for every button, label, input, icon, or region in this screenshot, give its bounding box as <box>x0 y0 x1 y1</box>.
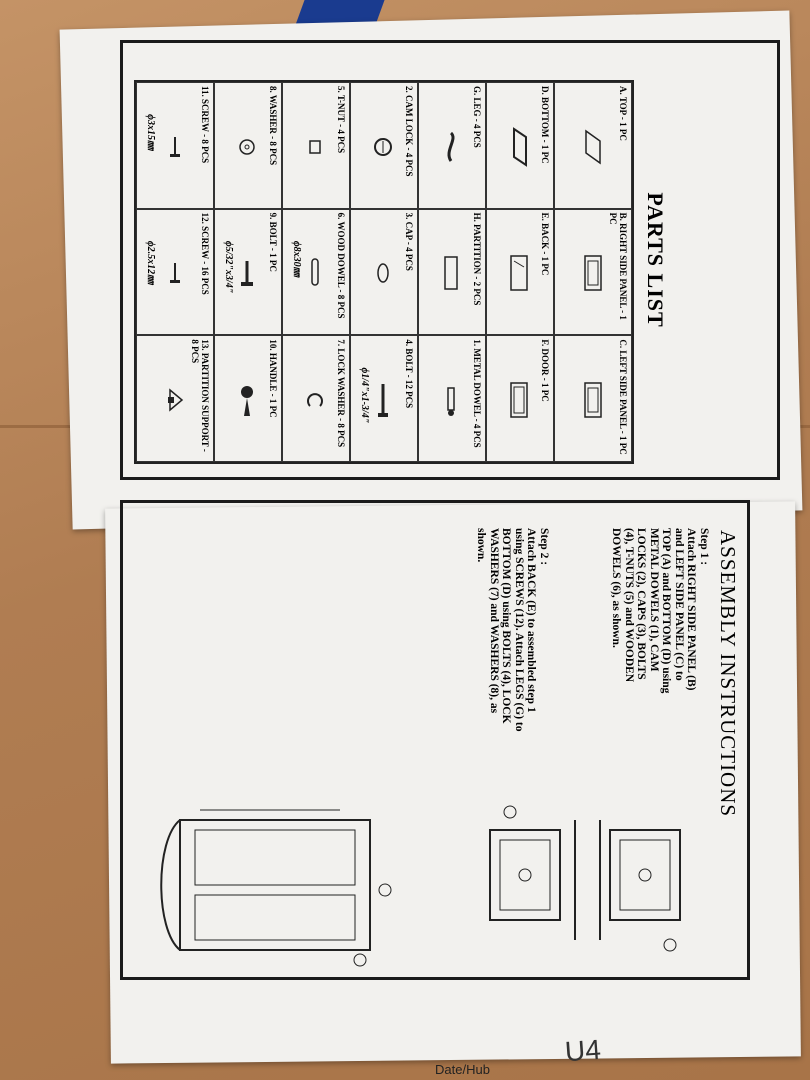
side-panel-icon <box>584 255 603 292</box>
wood-dowel-icon <box>311 258 319 287</box>
handwritten-mark: U4 <box>563 1033 602 1068</box>
screw-spec: ϕ3x15㎜ <box>145 114 156 150</box>
part-cell: A. TOP - 1 PC <box>554 82 632 209</box>
t-nut-icon <box>309 139 321 154</box>
washer-icon <box>239 138 255 155</box>
assembly-panel: ASSEMBLY INSTRUCTIONS Step 1 : Attach RI… <box>120 500 750 980</box>
parts-list-panel: PARTS LIST A. TOP - 1 PC B. RIGHT SIDE P… <box>120 40 780 480</box>
bolt-icon <box>240 261 253 287</box>
bolt-spec: ϕ1/4"x1-3/4" <box>359 367 370 424</box>
handle-icon <box>240 385 253 416</box>
part-cell: 11. SCREW - 8 PCS ϕ3x15㎜ <box>136 82 214 209</box>
part-cell: E. BACK - 1 PC <box>486 208 554 336</box>
step-2-text: Step 2 : Attach BACK (E) to assembled st… <box>475 528 551 738</box>
door-icon <box>510 382 528 418</box>
assembly-title: ASSEMBLY INSTRUCTIONS <box>716 530 740 818</box>
part-cell: 2. CAM LOCK - 4 PCS <box>350 82 418 209</box>
bottom-panel-icon <box>512 126 527 167</box>
screw-icon <box>170 136 181 157</box>
lock-washer-icon <box>306 393 323 407</box>
part-cell: 3. CAP - 4 PCS <box>350 208 418 336</box>
bolt-icon <box>377 383 388 417</box>
part-cell: 10. HANDLE - 1 PC <box>214 335 282 462</box>
bolt-spec: ϕ5/32"x3/4" <box>223 240 234 294</box>
part-cell: 12. SCREW - 16 PCS ϕ2.5x12㎜ <box>136 208 214 336</box>
part-cell: B. RIGHT SIDE PANEL - 1 PC <box>554 208 632 336</box>
parts-grid: A. TOP - 1 PC B. RIGHT SIDE PANEL - 1 PC… <box>134 80 634 464</box>
part-cell: 5. T-NUT - 4 PCS <box>282 82 350 209</box>
metal-dowel-icon <box>447 387 455 416</box>
part-cell: H. PARTITION - 2 PCS <box>418 208 486 336</box>
back-panel-icon <box>510 255 528 292</box>
parts-list-title: PARTS LIST <box>643 192 668 328</box>
part-cell: 7. LOCK WASHER - 8 PCS <box>282 335 350 462</box>
step-1-text: Step 1 : Attach RIGHT SIDE PANEL (B) and… <box>610 528 711 698</box>
step-2-heading: Step 2 : <box>538 528 550 566</box>
part-cell: G. LEG - 4 PCS <box>418 82 486 209</box>
part-cell: D. BOTTOM - 1 PC <box>486 82 554 209</box>
part-cell: 1. METAL DOWEL - 4 PCS <box>418 335 486 462</box>
partition-icon <box>444 256 458 291</box>
cap-icon <box>377 263 389 284</box>
part-cell: 9. BOLT - 1 PC ϕ5/32"x3/4" <box>214 208 282 336</box>
part-cell: 8. WASHER - 8 PCS <box>214 82 282 209</box>
part-cell: 6. WOOD DOWEL - 8 PCS ϕ8x30㎜ <box>282 208 350 336</box>
top-panel-icon <box>585 129 602 165</box>
leg-icon <box>447 131 455 162</box>
step-1-body: Attach RIGHT SIDE PANEL (B) and LEFT SID… <box>610 528 698 694</box>
partition-support-icon <box>168 388 184 412</box>
date-hub-label: Date/Hub <box>435 1062 490 1077</box>
cam-lock-icon <box>373 137 392 156</box>
part-cell: F. DOOR - 1 PC <box>486 335 554 462</box>
step-2-body: Attach BACK (E) to assembled step 1 usin… <box>475 528 538 732</box>
part-cell: 4. BOLT - 12 PCS ϕ1/4"x1-3/4" <box>350 335 418 462</box>
part-cell: C. LEFT SIDE PANEL - 1 PC <box>554 335 632 462</box>
step-1-diagram <box>489 805 681 952</box>
wood-dowel-spec: ϕ8x30㎜ <box>291 240 302 277</box>
part-cell: 13. PARTITION SUPPORT - 8 PCS <box>136 335 214 462</box>
step-2-diagram <box>160 809 392 967</box>
side-panel-icon <box>584 382 603 418</box>
step-1-heading: Step 1 : <box>698 528 710 566</box>
screw-spec: ϕ2.5x12㎜ <box>145 240 156 285</box>
screw-icon <box>170 263 181 284</box>
